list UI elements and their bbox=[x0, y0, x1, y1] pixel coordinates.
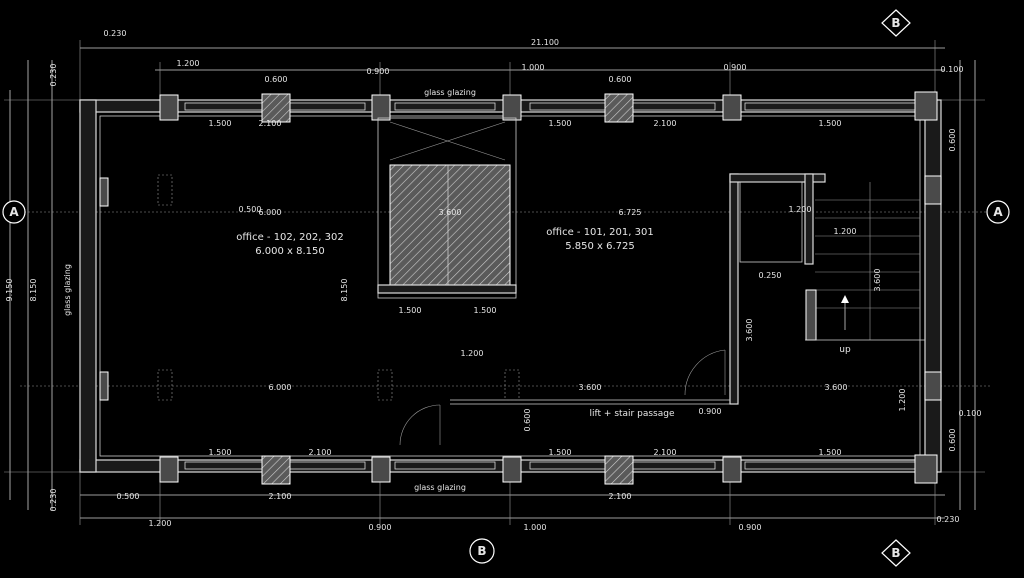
office-right-name: office - 101, 201, 301 bbox=[546, 227, 653, 238]
axis-bubble-right: A bbox=[986, 200, 1010, 224]
axis-label: B bbox=[891, 546, 900, 560]
dim-top-5: 1.000 bbox=[522, 63, 545, 72]
dim-win-bot-d: 2.100 bbox=[654, 448, 677, 457]
dim-left-col: 0.500 bbox=[239, 205, 262, 214]
room-labels: office - 102, 202, 302 6.000 x 8.150 off… bbox=[236, 88, 851, 492]
axis-bubble-left: A bbox=[2, 200, 26, 224]
dim-right-offset: 0.100 bbox=[959, 409, 982, 418]
dim-lift-right: 1.500 bbox=[474, 306, 497, 315]
glazing-label-bottom: glass glazing bbox=[414, 483, 466, 492]
dimension-lines bbox=[4, 40, 985, 525]
dim-height-total: 9.150 bbox=[5, 279, 14, 302]
dim-win-bot-b: 2.100 bbox=[309, 448, 332, 457]
dim-left-top: 0.230 bbox=[49, 64, 58, 87]
dim-lift-left: 1.500 bbox=[399, 306, 422, 315]
dim-top-6: 0.900 bbox=[724, 63, 747, 72]
dim-passage-w: 1.200 bbox=[461, 349, 484, 358]
dim-bot-1: 0.500 bbox=[117, 492, 140, 501]
axis-label: B bbox=[477, 544, 486, 558]
dim-span-mid: 3.600 bbox=[439, 208, 462, 217]
dim-top-edge: 0.230 bbox=[104, 29, 127, 38]
dim-mid-vertical: 8.150 bbox=[340, 279, 349, 302]
dim-win-bot-a: 1.500 bbox=[209, 448, 232, 457]
column-markers bbox=[157, 174, 520, 401]
dim-door-passage: 0.900 bbox=[699, 407, 722, 416]
dim-span-left: 6.000 bbox=[259, 208, 282, 217]
axis-bubble-bottom-mid: B bbox=[469, 538, 495, 564]
axis-label: B bbox=[891, 16, 900, 30]
passage-wall bbox=[399, 349, 730, 446]
dim-vert-right-3: 0.600 bbox=[948, 129, 957, 152]
dim-vert-passage: 0.600 bbox=[523, 409, 532, 432]
dim-win-bot-e: 1.500 bbox=[819, 448, 842, 457]
dim-vert-stair: 3.600 bbox=[745, 319, 754, 342]
dim-win-top-c: 1.500 bbox=[819, 119, 842, 128]
axis-bubble-bottom-right: B bbox=[881, 539, 911, 567]
dim-win-top-left: 2.100 bbox=[259, 119, 282, 128]
dim-stair-w: 1.200 bbox=[789, 205, 812, 214]
dim-span-left-lower: 6.000 bbox=[269, 383, 292, 392]
lift-core bbox=[377, 117, 517, 299]
dim-bot-3: 2.100 bbox=[609, 492, 632, 501]
columns bbox=[99, 91, 942, 485]
dim-top-right: 0.100 bbox=[941, 65, 964, 74]
dim-span-mid-lower: 3.600 bbox=[579, 383, 602, 392]
dim-win-top-b: 1.500 bbox=[549, 119, 572, 128]
dim-top-4: 0.900 bbox=[367, 67, 390, 76]
dim-bot-6: 1.000 bbox=[524, 523, 547, 532]
passage-label: lift + stair passage bbox=[590, 409, 675, 419]
dim-vert-right: 1.200 bbox=[898, 389, 907, 412]
dim-vert-stair-2: 3.600 bbox=[873, 269, 882, 292]
dim-height-inner: 8.150 bbox=[29, 279, 38, 302]
stair-up-label: up bbox=[839, 345, 851, 355]
axis-label: A bbox=[993, 205, 1003, 219]
axis-bubble-top-right: B bbox=[881, 9, 911, 37]
dim-win-bot-c: 1.500 bbox=[549, 448, 572, 457]
stair-core bbox=[729, 173, 925, 405]
dim-win-top-right: 2.100 bbox=[654, 119, 677, 128]
office-right-size: 5.850 x 6.725 bbox=[565, 241, 635, 252]
dim-bot-7: 0.900 bbox=[739, 523, 762, 532]
office-left-size: 6.000 x 8.150 bbox=[255, 246, 325, 257]
axis-label: A bbox=[9, 205, 19, 219]
dimension-labels: 21.100 6.000 3.600 6.725 6.000 3.600 3.6… bbox=[5, 29, 981, 532]
dim-bottom-edge: 0.230 bbox=[937, 515, 960, 524]
dim-top-3: 0.600 bbox=[609, 75, 632, 84]
dim-win-top-a: 1.500 bbox=[209, 119, 232, 128]
dim-top-2: 0.600 bbox=[265, 75, 288, 84]
dim-left-bottom: 0.230 bbox=[49, 489, 58, 512]
dim-vert-right-2: 0.600 bbox=[948, 429, 957, 452]
dim-bot-4: 1.200 bbox=[149, 519, 172, 528]
dim-bot-5: 0.900 bbox=[369, 523, 392, 532]
dim-left-glass: glass glazing bbox=[63, 264, 72, 316]
dim-stair-sub: 0.250 bbox=[759, 271, 782, 280]
dim-span-stair: 3.600 bbox=[825, 383, 848, 392]
glazing-label-top: glass glazing bbox=[424, 88, 476, 97]
dim-top-1: 1.200 bbox=[177, 59, 200, 68]
office-left-name: office - 102, 202, 302 bbox=[236, 232, 343, 243]
dim-span-right: 6.725 bbox=[619, 208, 642, 217]
dim-bot-2: 2.100 bbox=[269, 492, 292, 501]
dim-overall-top: 21.100 bbox=[531, 38, 559, 47]
dim-stair-r: 1.200 bbox=[834, 227, 857, 236]
